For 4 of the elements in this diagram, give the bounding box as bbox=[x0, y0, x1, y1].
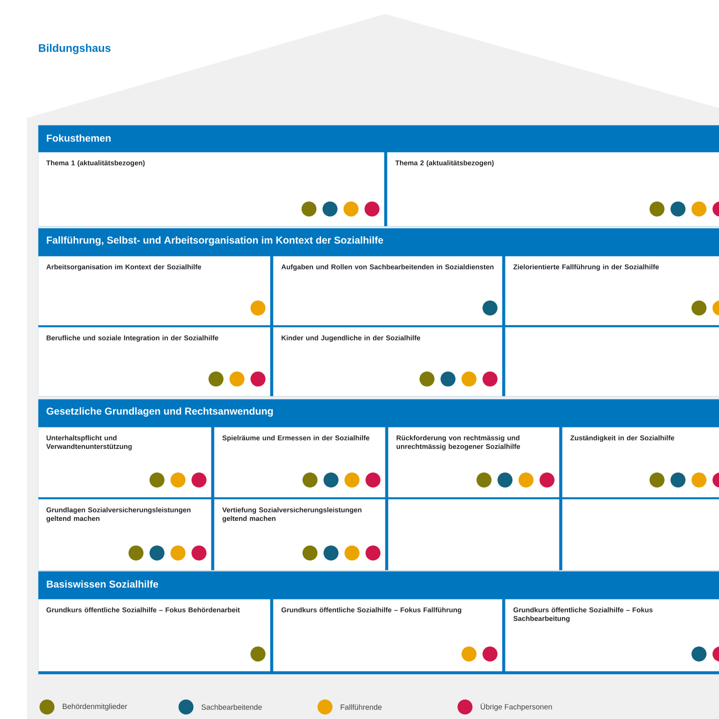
empty-box bbox=[562, 499, 719, 570]
empty-box bbox=[505, 327, 719, 396]
empty-box bbox=[388, 499, 560, 570]
title: Bildungshaus bbox=[38, 44, 110, 54]
